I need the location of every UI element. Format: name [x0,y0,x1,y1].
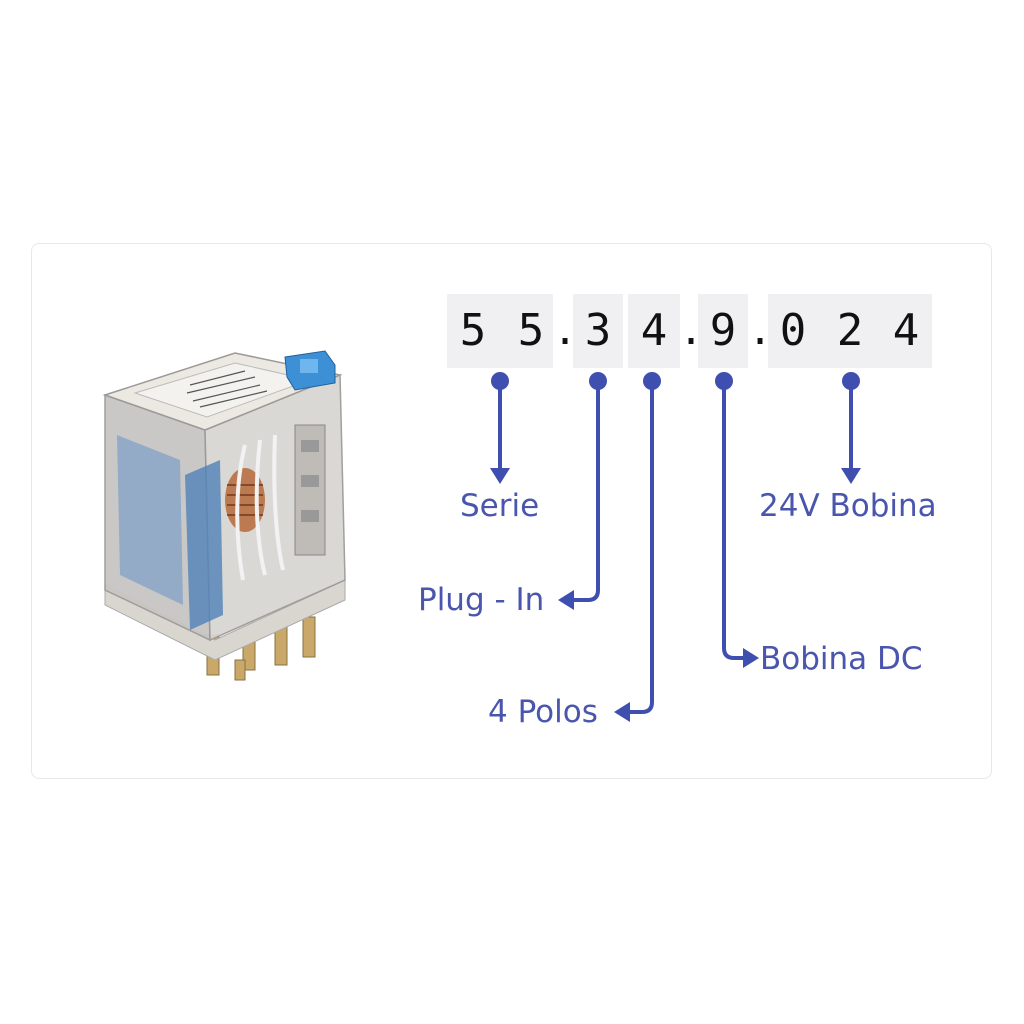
dot-bobina-dc [715,372,733,390]
arrow-polos [626,379,654,714]
code-digit-7: 2 [836,305,864,356]
relay-image [102,350,346,681]
dot-serie [491,372,509,390]
code-digit-1: 5 [459,305,487,356]
label-serie: Serie [460,488,540,524]
code-box-voltage [768,294,932,368]
code-box-coil-type [698,294,748,368]
code-box-plug [573,294,623,368]
code-box-polos [628,294,680,368]
code-box-serie [447,294,553,368]
code-digit-2: 5 [517,305,545,356]
code-digit-3: 3 [584,305,612,356]
label-bobina-dc: Bobina DC [760,641,923,677]
label-4-polos: 4 Polos [488,694,598,730]
dot-plug-in [589,372,607,390]
arrowhead-serie [490,468,510,484]
arrowhead-bobina-dc [743,648,759,668]
arrowhead-plug-in [558,590,574,610]
code-digit-5: 9 [709,305,737,356]
dot-polos [643,372,661,390]
arrowhead-24v [841,468,861,484]
code-digit-6: 0 [779,305,807,356]
label-plug-in: Plug - In [418,582,545,618]
code-digit-4: 4 [640,305,668,356]
code-digit-8: 4 [892,305,920,356]
arrow-bobina-dc [722,379,747,660]
dot-24v [842,372,860,390]
arrowhead-polos [614,702,630,722]
label-24v-bobina: 24V Bobina [759,488,937,524]
arrow-plug-in [570,379,600,602]
